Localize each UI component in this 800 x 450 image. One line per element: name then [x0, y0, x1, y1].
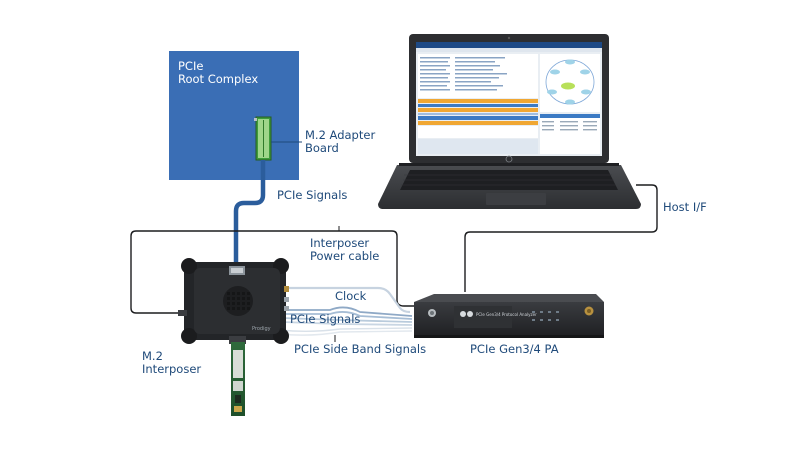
host-if-label: Host I/F — [663, 200, 707, 214]
pcie-signals-mid-label: PCIe Signals — [290, 312, 361, 326]
host-laptop — [378, 34, 641, 209]
interposer-brand-text: Prodigy — [252, 326, 271, 332]
m2-interposer-label-line1: M.2 — [142, 349, 163, 363]
adapter-label-line1: M.2 Adapter — [305, 128, 376, 142]
root-complex-title-line1: PCIe — [178, 59, 204, 73]
clock-label: Clock — [335, 289, 367, 303]
m2-adapter-board — [254, 116, 272, 161]
m2-ssd-card — [231, 342, 245, 416]
sideband-label: PCIe Side Band Signals — [294, 342, 427, 356]
root-complex-title-line2: Root Complex — [178, 72, 259, 86]
adapter-label-line2: Board — [305, 141, 339, 155]
sideband-cables — [279, 327, 413, 336]
protocol-analyzer — [414, 294, 604, 338]
analyzer-plate-text: PCIe Gen3/4 Protocol Analyzer — [476, 312, 537, 317]
laptop-logo-icon — [505, 155, 513, 163]
analyzer-label: PCIe Gen3/4 PA — [470, 342, 559, 356]
m2-interposer-label-line2: Interposer — [142, 362, 202, 376]
pcie-signal-bundle — [281, 306, 413, 326]
pcie-signals-top-label: PCIe Signals — [277, 188, 348, 202]
clock-cable — [284, 286, 411, 314]
root-complex-box — [169, 51, 299, 180]
m2-interposer-device — [178, 258, 289, 344]
interposer-power-label-line1: Interposer — [310, 236, 370, 250]
interposer-power-label-line2: Power cable — [310, 249, 380, 263]
pcie-signal-cable — [233, 160, 266, 270]
host-interface-cable — [464, 184, 658, 292]
